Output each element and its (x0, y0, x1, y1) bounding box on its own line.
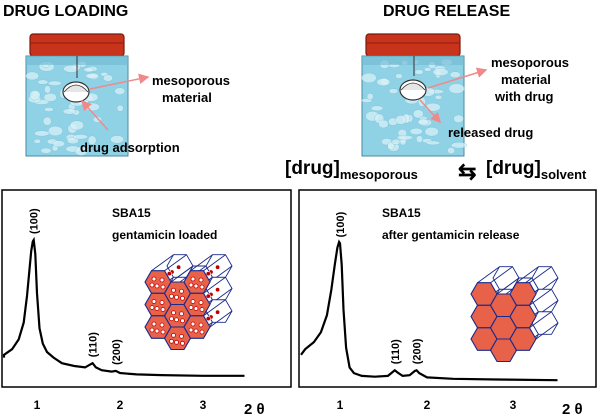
eq-right-main: [drug] (486, 158, 541, 179)
equilibrium-equation: [drug]mesoporous ⇆ [drug]solvent (285, 158, 587, 184)
equilibrium-arrows-icon: ⇆ (458, 159, 476, 184)
x-axis-label: 2 θ (244, 401, 265, 418)
panel-label-1: SBA15 (112, 206, 151, 220)
chart-frame (298, 189, 597, 388)
release-material-label-3: with drug (494, 89, 554, 104)
eq-left-main: [drug] (285, 158, 340, 179)
loading-heading: DRUG LOADING (3, 3, 128, 20)
loading-material-label-2: material (162, 90, 212, 105)
x-tick-label: 1 (34, 398, 41, 412)
xrd-chart-loaded: SBA15 gentamicin loaded (100)(110)(200) … (1, 189, 292, 418)
loading-jar-icon (25, 33, 129, 157)
release-material-label-1: mesoporous (491, 55, 569, 70)
release-heading: DRUG RELEASE (383, 3, 510, 20)
release-material-pointer-arrow (427, 67, 488, 89)
x-tick-label: 3 (510, 398, 517, 412)
release-jar-icon (361, 33, 468, 157)
panel-label-2: gentamicin loaded (112, 228, 217, 242)
loading-material-label-1: mesoporous (152, 73, 230, 88)
peak-label: (100) (335, 211, 347, 237)
xrd-chart-released: SBA15 after gentamicin release (100) (110… (298, 189, 597, 418)
x-tick-label: 3 (200, 398, 207, 412)
released-drug-pointer-arrow (419, 99, 442, 124)
eq-left-sub: mesoporous (340, 167, 418, 182)
material-pointer-arrow (89, 73, 150, 90)
adsorption-label: drug adsorption (80, 140, 180, 155)
xrd-curve (300, 239, 558, 382)
peak-label: (110) (390, 339, 402, 364)
mesopore-empty-icon (470, 266, 559, 363)
chart-frame (1, 189, 292, 388)
x-axis-label: 2 θ (562, 401, 583, 418)
x-tick-label: 1 (337, 398, 344, 412)
released-drug-label: released drug (448, 125, 533, 140)
eq-right-sub: solvent (541, 167, 587, 182)
release-material-label-2: material (501, 72, 551, 87)
peak-label: (100) (29, 208, 41, 234)
peak-label: (200) (111, 339, 123, 365)
adsorption-pointer-arrow (80, 99, 109, 131)
svg-text:[drug]solvent: [drug]solvent (486, 158, 587, 182)
x-tick-label: 2 (424, 398, 431, 412)
peak-label: (200) (412, 338, 424, 364)
mesopore-loaded-icon (144, 254, 233, 351)
panel-label-1: SBA15 (382, 206, 421, 220)
panel-label-2: after gentamicin release (382, 228, 520, 242)
peak-label: (110) (88, 332, 100, 357)
svg-text:[drug]mesoporous: [drug]mesoporous (285, 158, 418, 182)
x-tick-label: 2 (117, 398, 124, 412)
xrd-curve (2, 236, 245, 377)
